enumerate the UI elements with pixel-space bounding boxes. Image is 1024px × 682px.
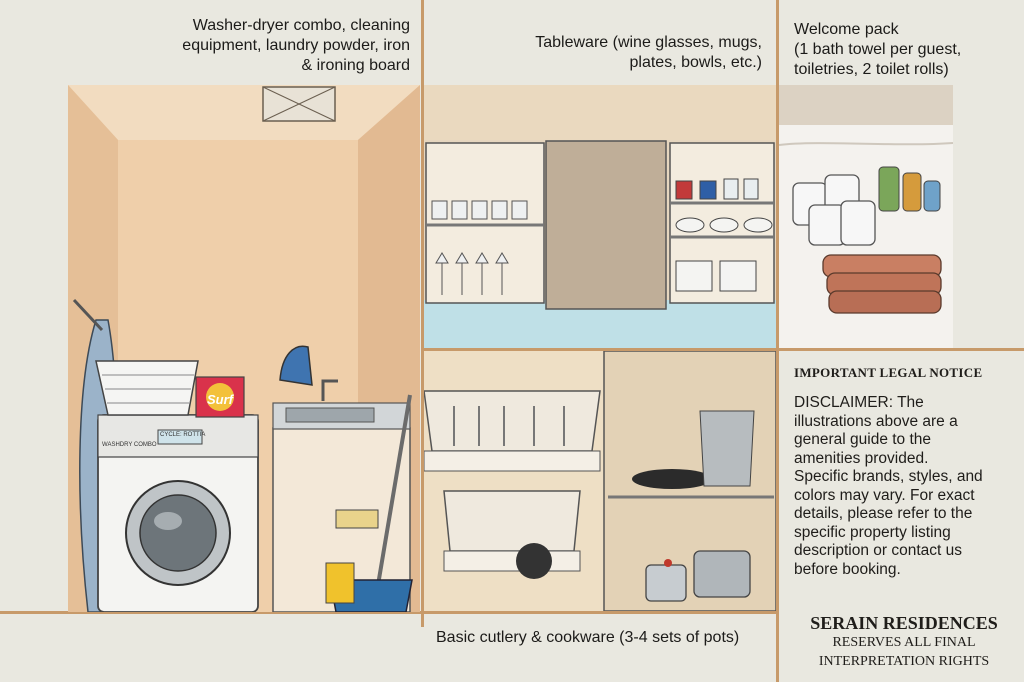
cookware-illustration: [424, 351, 776, 611]
brand-block: SERAIN RESIDENCES RESERVES ALL FINAL INT…: [786, 613, 1022, 671]
legal-disclaimer: DISCLAIMER: The illustrations above are …: [794, 394, 983, 578]
laundry-svg: [68, 85, 420, 612]
cookware-svg: [424, 351, 776, 611]
laundry-illustration: [68, 85, 420, 612]
welcome-pack-svg: [779, 85, 953, 348]
caption-welcome-pack: Welcome pack (1 bath towel per guest, to…: [794, 21, 962, 78]
divider-horizontal-middle: [424, 348, 1024, 351]
caption-tableware: Tableware (wine glasses, mugs, plates, b…: [535, 34, 762, 71]
brand-tagline: RESERVES ALL FINAL INTERPRETATION RIGHTS: [818, 635, 990, 669]
caption-cookware: Basic cutlery & cookware (3-4 sets of po…: [436, 629, 740, 646]
divider-vertical-left: [421, 0, 424, 627]
washer-display-label: CYCLE: ROTTIA: [160, 432, 206, 438]
divider-horizontal-bottom-left: [0, 611, 424, 614]
divider-vertical-right: [776, 0, 779, 682]
washer-model-label: WASHDRY COMBO: [102, 442, 157, 448]
caption-laundry: Washer-dryer combo, cleaning equipment, …: [182, 17, 410, 74]
divider-horizontal-bottom-mid: [424, 611, 776, 614]
welcome-pack-illustration: [779, 85, 953, 348]
brand-name: SERAIN RESIDENCES: [810, 613, 998, 633]
detergent-label: Surf: [207, 392, 233, 407]
legal-notice-heading: IMPORTANT LEGAL NOTICE: [794, 365, 983, 380]
tableware-svg: [424, 85, 776, 348]
tableware-illustration: [424, 85, 776, 348]
